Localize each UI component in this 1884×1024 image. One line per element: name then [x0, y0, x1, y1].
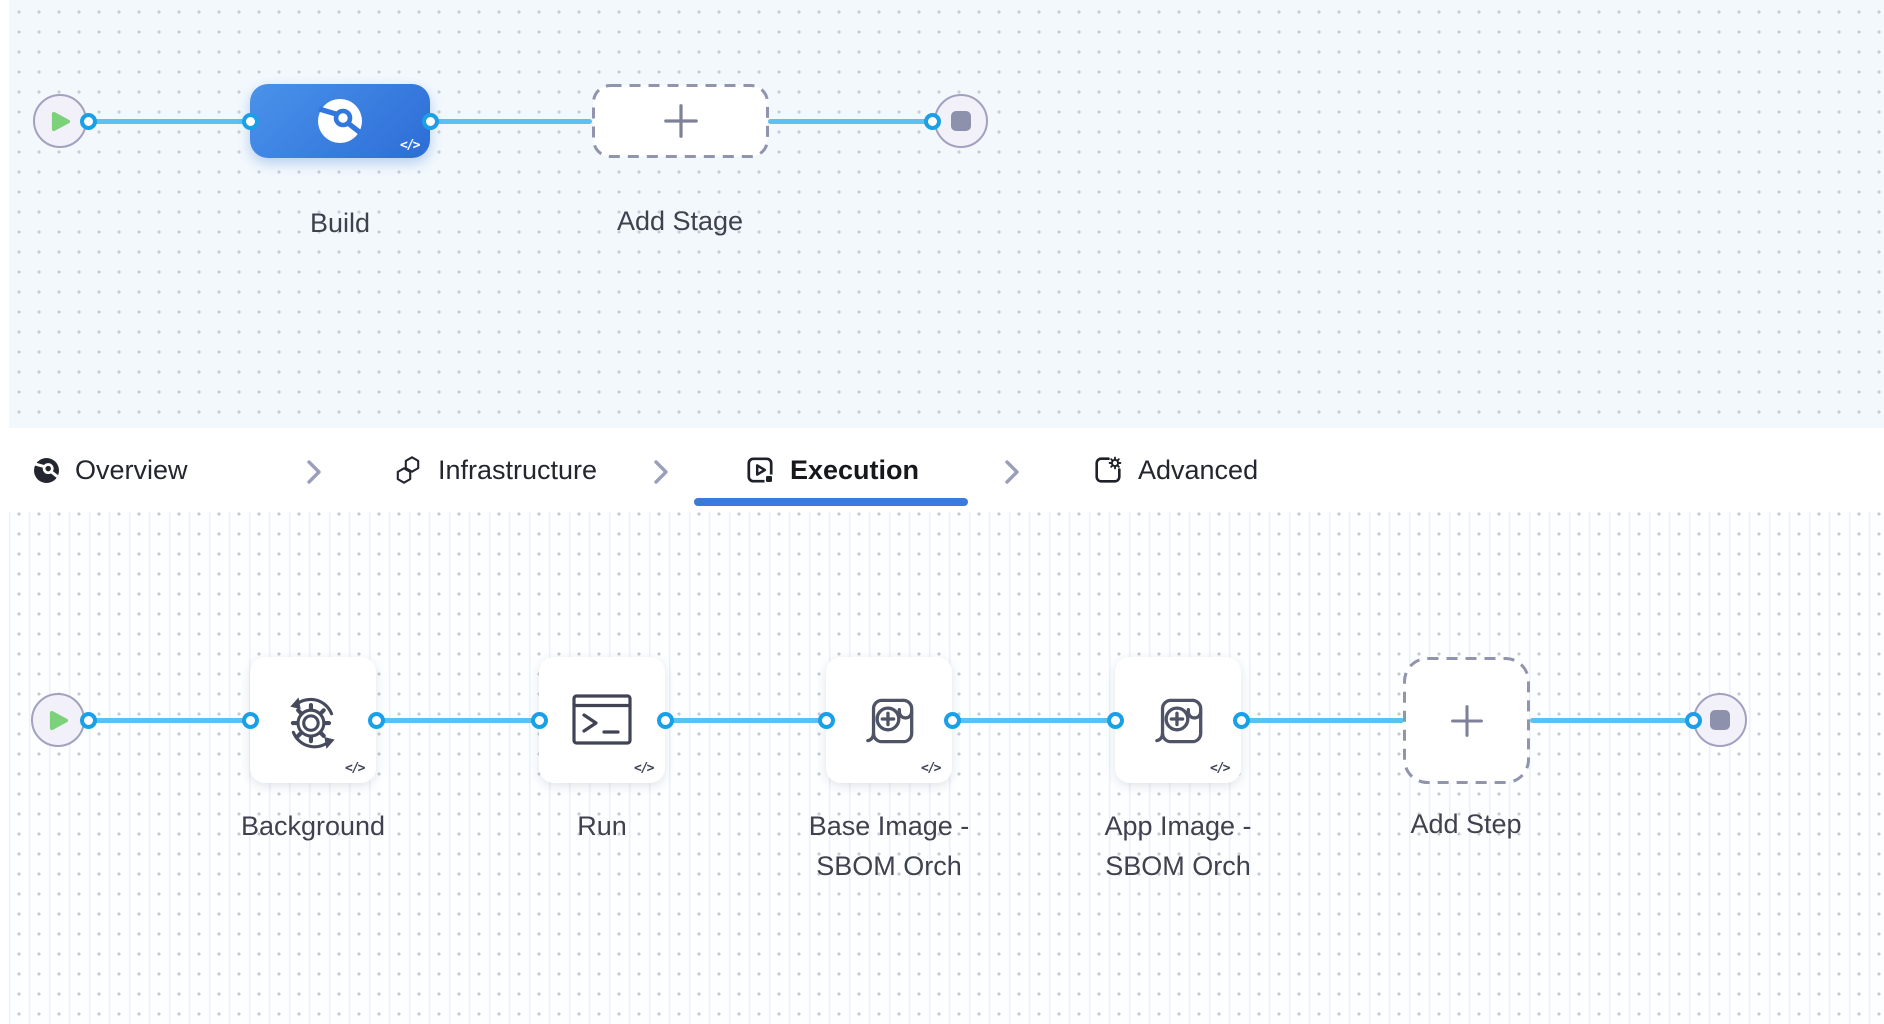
port-end-in[interactable]	[923, 112, 941, 130]
port-baseimage-in[interactable]	[817, 711, 835, 729]
plus-icon	[663, 104, 698, 138]
stage-label: Build	[309, 208, 371, 238]
add-step-node[interactable]	[1403, 657, 1530, 784]
chevron-right-icon	[1005, 460, 1019, 484]
port-run-in[interactable]	[530, 711, 548, 729]
ci-build-icon	[318, 99, 362, 143]
advanced-icon	[1095, 456, 1122, 483]
edge-baseimage-to-appimage	[952, 717, 1116, 723]
port-build-out[interactable]	[421, 112, 439, 130]
step-label: Run	[577, 811, 627, 841]
add-stage-label: Add Stage	[616, 206, 744, 236]
tab-execution[interactable]: Execution	[694, 428, 969, 512]
run-terminal-icon	[572, 694, 632, 745]
chevron-right-icon	[654, 460, 668, 484]
yaml-code-badge: </>	[400, 138, 420, 153]
port-start-out[interactable]	[79, 711, 97, 729]
stop-icon	[951, 111, 971, 131]
port-end-in[interactable]	[1684, 711, 1702, 729]
yaml-code-badge: </>	[634, 761, 654, 776]
port-run-out[interactable]	[656, 711, 674, 729]
sbom-scroll-icon	[866, 698, 914, 744]
play-icon	[51, 111, 70, 131]
execution-icon	[747, 457, 775, 485]
yaml-code-badge: </>	[345, 761, 365, 776]
edge-addstage-to-end	[768, 119, 933, 124]
port-build-in[interactable]	[241, 112, 259, 130]
stage-config-tab-bar: Overview Infrastructure Execution	[0, 428, 1884, 512]
execution-end-node	[1693, 693, 1747, 747]
step-label: App Image - SBOM Orch	[1104, 811, 1252, 881]
edge-addstep-to-end	[1530, 717, 1694, 723]
port-baseimage-out[interactable]	[943, 711, 961, 729]
pipeline-start-node	[33, 94, 87, 148]
step-label: Background	[240, 811, 386, 841]
edge-start-to-build	[88, 119, 251, 124]
pipeline-end-node	[934, 94, 988, 148]
step-node-base-image-sbom[interactable]: </>	[826, 657, 952, 783]
edge-appimage-to-addstep	[1241, 717, 1404, 723]
chevron-right-icon	[307, 460, 321, 484]
port-appimage-in[interactable]	[1106, 711, 1124, 729]
yaml-code-badge: </>	[1210, 761, 1230, 776]
execution-start-node	[31, 693, 85, 747]
port-background-in[interactable]	[241, 711, 259, 729]
tab-label: Advanced	[1138, 454, 1259, 485]
canvas-left-strip	[0, 512, 9, 1024]
stage-node-build[interactable]: </>	[250, 84, 430, 158]
step-node-background[interactable]: </>	[250, 657, 376, 783]
play-icon	[49, 710, 68, 730]
port-background-out[interactable]	[367, 711, 385, 729]
canvas-left-strip	[0, 0, 9, 428]
plus-icon	[1450, 704, 1483, 737]
infrastructure-icon	[396, 456, 420, 484]
stage-graph-canvas[interactable]: </> Build Add Stage	[0, 0, 1884, 428]
tab-label: Overview	[75, 454, 188, 485]
stop-icon	[1710, 710, 1730, 730]
edge-background-to-run	[376, 717, 540, 723]
add-stage-node[interactable]	[592, 84, 769, 158]
active-tab-underline	[694, 498, 969, 506]
tab-overview[interactable]: Overview	[33, 428, 188, 512]
execution-graph-canvas[interactable]: </> </> </>	[0, 512, 1884, 1024]
edge-build-to-addstage	[430, 119, 592, 124]
step-node-run[interactable]: </>	[539, 657, 665, 783]
tab-infrastructure[interactable]: Infrastructure	[393, 428, 597, 512]
add-step-label: Add Step	[1410, 809, 1522, 839]
port-start-out[interactable]	[79, 112, 97, 130]
yaml-code-badge: </>	[921, 761, 941, 776]
tab-label: Infrastructure	[438, 454, 598, 485]
overview-icon	[34, 457, 60, 483]
background-sync-icon	[290, 697, 335, 749]
step-label: Base Image - SBOM Orch	[808, 811, 970, 881]
sbom-scroll-icon	[1155, 698, 1203, 744]
edge-run-to-baseimage	[665, 717, 827, 723]
tab-label: Execution	[790, 454, 920, 485]
edge-start-to-background	[88, 717, 251, 723]
tab-advanced[interactable]: Advanced	[1093, 428, 1258, 512]
step-node-app-image-sbom[interactable]: </>	[1115, 657, 1241, 783]
port-appimage-out[interactable]	[1232, 711, 1250, 729]
